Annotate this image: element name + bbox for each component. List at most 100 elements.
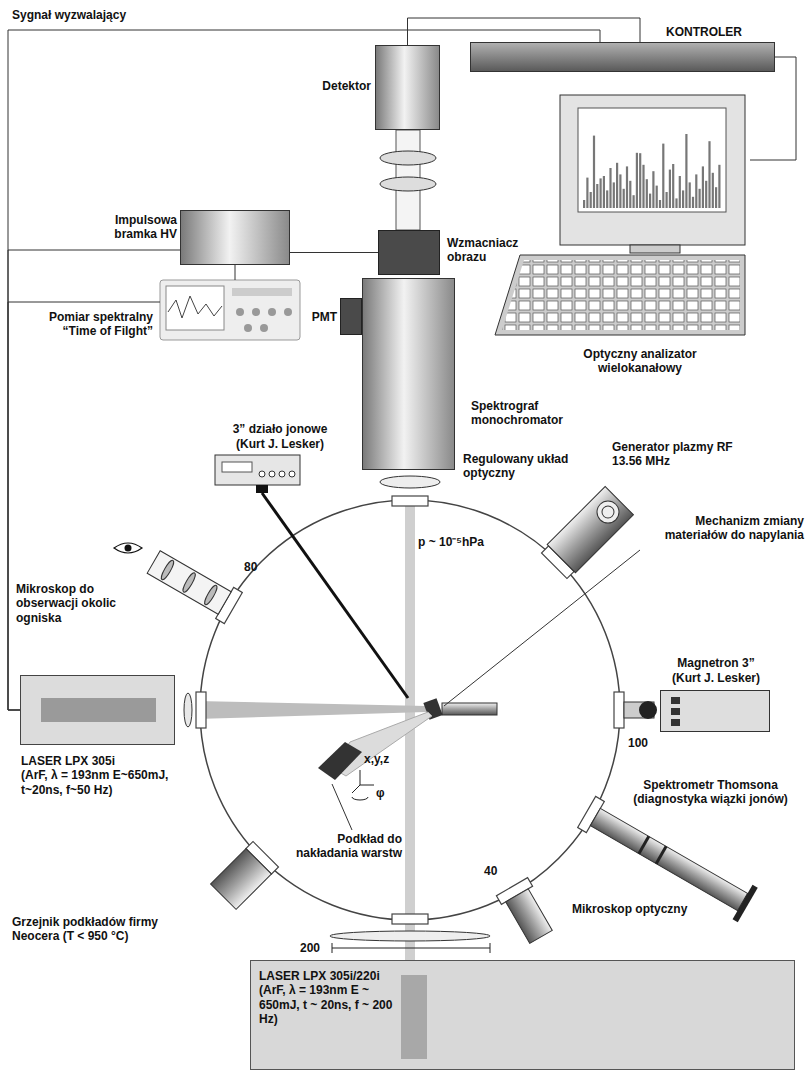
axes-symbol [360,785,374,786]
analyzer-computer: Optyczny analizator wielokanałowy [490,95,750,385]
node-text-group: Detektor [296,79,371,93]
heater-tube [211,849,272,910]
port-flange [196,692,206,728]
oscilloscope-body [160,280,300,340]
callout-text: 200 [300,941,328,955]
oscilloscope-body [166,286,224,330]
spectrum-bars [715,187,717,208]
spectrum-bars [646,179,648,208]
node-label: Grzejnik podkładów firmy Neocera (T < 95… [12,915,187,944]
oscilloscope-body [284,308,292,316]
callout-text: x,y,z [364,752,404,766]
spectrum-bars [642,165,644,208]
ion-gun-body [215,455,300,493]
oscilloscope-body [232,288,292,296]
node-text-group: Mikroskop optyczny [572,902,702,916]
analyzer-computer-drawing [495,95,745,335]
detector-box: Detektor [375,45,440,130]
node-label: (ArF, λ = 193nm E ~ 650mJ, t ~ 20ns, f ~… [259,983,393,1026]
axes-symbol [360,770,361,785]
ion-gun-body [289,471,295,477]
port-flange [392,914,428,924]
axes-symbol [352,785,360,793]
node-text-group: LASER LPX 305i/220i(ArF, λ = 193nm E ~ 6… [259,969,393,1027]
optical-lens [330,931,490,941]
port-flange [392,496,428,506]
spectrum-bars [629,181,631,208]
rf-generator-body [547,487,633,573]
optical-microscope: Mikroskop optyczny [572,902,702,917]
spectrum-bars [633,195,635,208]
spectrum-bars [718,165,720,208]
spectrum-bars [705,181,707,208]
spectrum-bars [603,176,605,208]
signal-wire [8,250,180,710]
node-text-group: LASER LPX 305i(ArF, λ = 193nm E~650mJ, t… [21,754,199,797]
node-label: Impulsowa bramka HV [85,213,177,242]
spectrum-bars [692,197,694,208]
leader-line [332,550,640,830]
spectrum-bars [682,190,684,208]
heater-tube [211,849,272,910]
spectrum-bars [583,200,585,208]
thomson-spectrometer-tube [590,808,747,910]
spectrograph: Spektrograf monochromator [362,278,455,470]
spectrum-bars [600,178,602,208]
node-label: Optyczny analizator wielokanałowy [540,347,740,376]
spectrum-bars [583,134,721,208]
optical-microscope-tube [506,889,553,944]
callout-text: Mechanizm zmiany materiałów do napylania [636,514,804,543]
node-label: Pomiar spektralny “Time of Filght” [25,310,153,339]
node-label: (Kurt J. Lesker) [205,437,355,451]
node-label: Mikroskop do obserwacji okolic ogniska [16,582,141,625]
spectrum-bars [623,189,625,208]
focus-microscope-tube [147,551,231,615]
spectrum-bars [666,192,668,208]
oscilloscope-body [160,280,300,340]
signal-wire [750,57,796,160]
spectrum-bars [606,190,608,208]
spectrum-bars [695,174,697,208]
node-label: Spektrometr Thomsona (diagnostyka wiązki… [618,778,803,807]
ion-gun-body [215,455,300,485]
spectrum-bars [613,182,615,208]
spectrum-bars [619,174,621,208]
substrate [318,742,362,780]
axes-symbol [352,797,368,800]
spectrum-bars [659,200,661,208]
focus-microscope-tube [203,584,219,606]
port-flange [614,692,624,728]
dimension-line [332,943,490,953]
spectrum-bars [652,171,654,208]
node-text-group: Magnetron 3”(Kurt J. Lesker) [646,656,786,685]
dimension-line [332,943,333,953]
node-text-group: Generator plazmy RF 13.56 MHz [612,440,737,469]
lens-tube [380,177,436,191]
hv-gate-box: Impulsowa bramka HV [180,210,290,265]
signal-wire [8,30,600,710]
node-text-group: 3” działo jonowe(Kurt J. Lesker) [205,422,355,451]
dimension-line [332,948,490,949]
spectrum-bars [596,184,598,208]
rf-generator-body [600,504,617,521]
spectrum-bars [679,176,681,208]
oscilloscope-body [244,324,252,332]
callout-text: Podkład do nakładania warstw [274,832,402,861]
node-label: Detektor [296,79,371,93]
node-text-group: KONTROLER [666,25,786,39]
spectrum-bars [636,153,638,208]
analyzer-computer-drawing [502,260,740,330]
rf-generator-body [592,496,623,527]
pmt-box: PMT [340,298,362,335]
magnetron-neck [639,701,657,719]
thomson-spectrometer-tube [656,846,666,863]
thomson-spectrometer-tube [639,836,649,853]
optical-microscope-tube [506,889,553,944]
callout-text: 40 [484,864,508,878]
node-text-group: Spektrograf monochromator [471,399,571,428]
node-label: (ArF, λ = 193nm E~650mJ, t~20ns, f~50 Hz… [21,768,199,797]
thomson-spectrometer-tube [733,885,758,923]
laser-window [184,693,192,727]
spectrum-bars [675,198,677,208]
